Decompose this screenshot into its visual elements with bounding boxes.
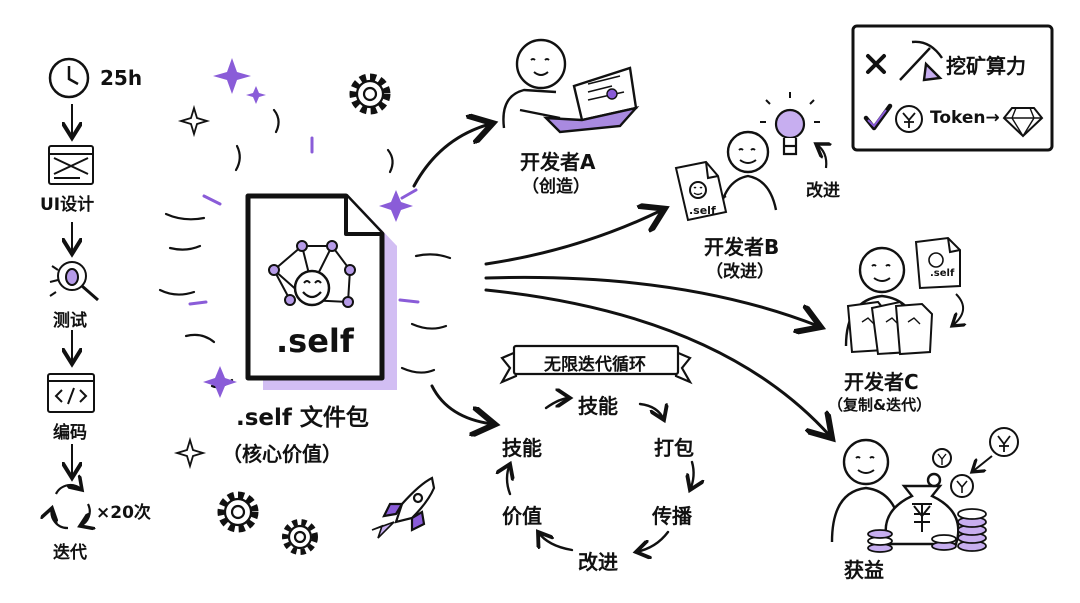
cycle-banner-label: 无限迭代循环 <box>544 355 646 375</box>
ui-design-icon <box>48 145 94 185</box>
top-self-doc-icon <box>914 236 961 290</box>
developer-a-role: （创造） <box>522 177 590 197</box>
coin-stack-icon <box>867 508 987 553</box>
developer-a-figure <box>502 38 640 134</box>
dev-b-file-label: .self <box>689 204 716 217</box>
diamond-icon <box>1002 107 1044 138</box>
sparkle-icon <box>173 58 413 470</box>
cycle-banner <box>499 344 693 385</box>
gear-icon <box>217 73 391 555</box>
legend-token-label: Token→ <box>930 108 1000 128</box>
cycle-step-skill-top: 技能 <box>578 394 618 418</box>
cycle-step-pack: 打包 <box>654 436 694 460</box>
developer-c-role: （复制&迭代） <box>828 396 932 414</box>
self-doc-icon <box>674 160 728 222</box>
money-bag-icon <box>884 472 960 546</box>
file-label: .self <box>276 322 354 360</box>
dev-c-file-label: .self <box>930 268 955 279</box>
legend-mining-label: 挖矿算力 <box>946 54 1026 78</box>
bug-search-icon <box>49 261 99 302</box>
cycle-arrows <box>507 398 694 552</box>
flow-arrows <box>412 124 830 436</box>
improve-label: 改进 <box>806 181 840 201</box>
clock-icon <box>48 57 90 99</box>
pickaxe-icon <box>899 40 943 82</box>
cycle-step-skill-left: 技能 <box>502 436 542 460</box>
network-face-icon <box>268 240 356 308</box>
testing-label: 测试 <box>53 311 87 331</box>
improve-arrow <box>816 144 826 169</box>
core-subtitle: （核心价值） <box>222 442 342 466</box>
iterate-label: 迭代 <box>53 543 87 563</box>
cross-icon <box>866 54 886 74</box>
cycle-step-spread: 传播 <box>652 504 692 528</box>
yen-coin-icon <box>932 427 1019 498</box>
code-icon <box>47 373 95 413</box>
cycle-step-value: 价值 <box>502 504 542 528</box>
profit-label: 获益 <box>844 558 884 582</box>
coding-label: 编码 <box>53 423 87 443</box>
yen-token-icon <box>895 105 923 133</box>
cycle-arrows-icon <box>51 485 89 528</box>
burst-lines-accent <box>188 136 420 306</box>
developer-c-name: 开发者C <box>844 370 919 394</box>
core-title: .self 文件包 <box>236 405 369 431</box>
developer-a-name: 开发者A <box>520 150 596 174</box>
lightbulb-icon <box>760 92 820 156</box>
copied-files-icon <box>846 300 934 356</box>
cycle-step-improve: 改进 <box>578 550 618 574</box>
copy-cycle-arrow <box>952 293 963 326</box>
ui-design-label: UI设计 <box>40 195 95 215</box>
developer-b-name: 开发者B <box>704 235 780 259</box>
developer-b-role: （改进） <box>706 262 774 282</box>
coin-arrow <box>972 455 993 472</box>
rocket-icon <box>371 476 436 539</box>
times-label: ×20次 <box>96 503 151 523</box>
check-icon <box>863 103 893 131</box>
duration-label: 25h <box>100 66 143 90</box>
developer-b-figure <box>707 130 778 211</box>
